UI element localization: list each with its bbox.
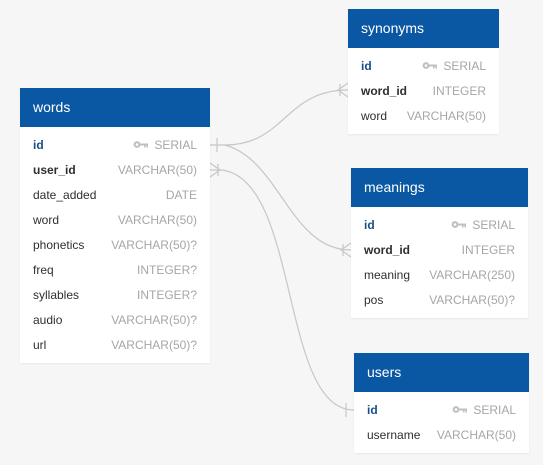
table-meanings[interactable]: meanings id SERIAL word_id INTEGER meani… xyxy=(351,168,528,318)
field-name-pk: id xyxy=(367,402,378,417)
field-type: INTEGER xyxy=(432,83,486,98)
field-type: SERIAL xyxy=(422,59,486,73)
field-row[interactable]: audio VARCHAR(50)? xyxy=(20,307,210,332)
table-header-synonyms: synonyms xyxy=(348,9,499,48)
field-type: VARCHAR(50)? xyxy=(429,292,515,307)
field-type: VARCHAR(50) xyxy=(436,427,516,442)
field-row[interactable]: id SERIAL xyxy=(354,397,529,422)
table-fields-meanings: id SERIAL word_id INTEGER meaning VARCHA… xyxy=(351,207,528,318)
table-words[interactable]: words id SERIAL user_id VARCHAR(50) date… xyxy=(20,88,210,363)
field-type: INTEGER? xyxy=(136,287,197,302)
field-row[interactable]: id SERIAL xyxy=(348,53,499,78)
table-header-meanings: meanings xyxy=(351,168,528,207)
field-name-fk: word_id xyxy=(361,83,408,98)
key-icon xyxy=(452,406,468,413)
field-row[interactable]: id SERIAL xyxy=(351,212,528,237)
field-row[interactable]: word VARCHAR(50) xyxy=(20,207,210,232)
table-fields-words: id SERIAL user_id VARCHAR(50) date_added… xyxy=(20,127,210,363)
relation-words-users xyxy=(210,169,355,411)
field-row[interactable]: word VARCHAR(50) xyxy=(348,103,499,128)
field-type: DATE xyxy=(165,187,197,202)
field-name: syllables xyxy=(33,287,80,302)
field-row[interactable]: url VARCHAR(50)? xyxy=(20,332,210,357)
field-name-fk: word_id xyxy=(364,242,411,257)
relation-words-meanings xyxy=(224,144,352,251)
field-name: audio xyxy=(33,312,63,327)
field-row[interactable]: id SERIAL xyxy=(20,132,210,157)
many-marker-synonyms-word-id xyxy=(336,82,349,98)
field-name: word xyxy=(33,212,60,227)
table-header-words: words xyxy=(20,88,210,127)
field-type: VARCHAR(50) xyxy=(406,108,486,123)
key-icon xyxy=(133,141,149,148)
field-row[interactable]: freq INTEGER? xyxy=(20,257,210,282)
field-type: INTEGER xyxy=(461,242,515,257)
table-fields-users: id SERIAL username VARCHAR(50) xyxy=(354,392,529,453)
relation-words-synonyms xyxy=(210,89,349,146)
field-name: phonetics xyxy=(33,237,85,252)
field-type-label: SERIAL xyxy=(154,137,197,152)
field-row[interactable]: phonetics VARCHAR(50)? xyxy=(20,232,210,257)
field-row[interactable]: date_added DATE xyxy=(20,182,210,207)
field-row[interactable]: syllables INTEGER? xyxy=(20,282,210,307)
field-row[interactable]: user_id VARCHAR(50) xyxy=(20,157,210,182)
field-type: VARCHAR(50)? xyxy=(111,312,197,327)
field-name-pk: id xyxy=(364,217,375,232)
field-type: VARCHAR(250) xyxy=(429,267,515,282)
table-synonyms[interactable]: synonyms id SERIAL word_id INTEGER word … xyxy=(348,9,499,134)
field-row[interactable]: word_id INTEGER xyxy=(348,78,499,103)
field-name: username xyxy=(367,427,421,442)
field-row[interactable]: username VARCHAR(50) xyxy=(354,422,529,447)
table-header-users: users xyxy=(354,353,529,392)
field-name: freq xyxy=(33,262,54,277)
field-type: VARCHAR(50) xyxy=(117,212,197,227)
field-type-label: SERIAL xyxy=(473,402,516,417)
key-icon xyxy=(451,221,467,228)
table-users[interactable]: users id SERIAL username VARCHAR(50) xyxy=(354,353,529,453)
field-type: SERIAL xyxy=(452,403,516,417)
many-marker-meanings-word-id xyxy=(339,242,352,258)
field-name: pos xyxy=(364,292,384,307)
field-type: VARCHAR(50)? xyxy=(111,237,197,252)
field-type: SERIAL xyxy=(451,218,515,232)
field-name: date_added xyxy=(33,187,97,202)
field-row[interactable]: pos VARCHAR(50)? xyxy=(351,287,528,312)
field-type: INTEGER? xyxy=(136,262,197,277)
field-type-label: SERIAL xyxy=(472,217,515,232)
field-name-pk: id xyxy=(361,58,372,73)
table-fields-synonyms: id SERIAL word_id INTEGER word VARCHAR(5… xyxy=(348,48,499,134)
field-row[interactable]: meaning VARCHAR(250) xyxy=(351,262,528,287)
many-marker-words-user-id xyxy=(209,162,222,178)
field-row[interactable]: word_id INTEGER xyxy=(351,237,528,262)
field-name: word xyxy=(361,108,388,123)
field-type: VARCHAR(50) xyxy=(117,162,197,177)
field-type-label: SERIAL xyxy=(443,58,486,73)
field-name: meaning xyxy=(364,267,411,282)
field-name-pk: id xyxy=(33,137,44,152)
key-icon xyxy=(422,62,438,69)
field-type: VARCHAR(50)? xyxy=(111,337,197,352)
field-name-fk: user_id xyxy=(33,162,76,177)
field-type: SERIAL xyxy=(133,138,197,152)
field-name: url xyxy=(33,337,47,352)
